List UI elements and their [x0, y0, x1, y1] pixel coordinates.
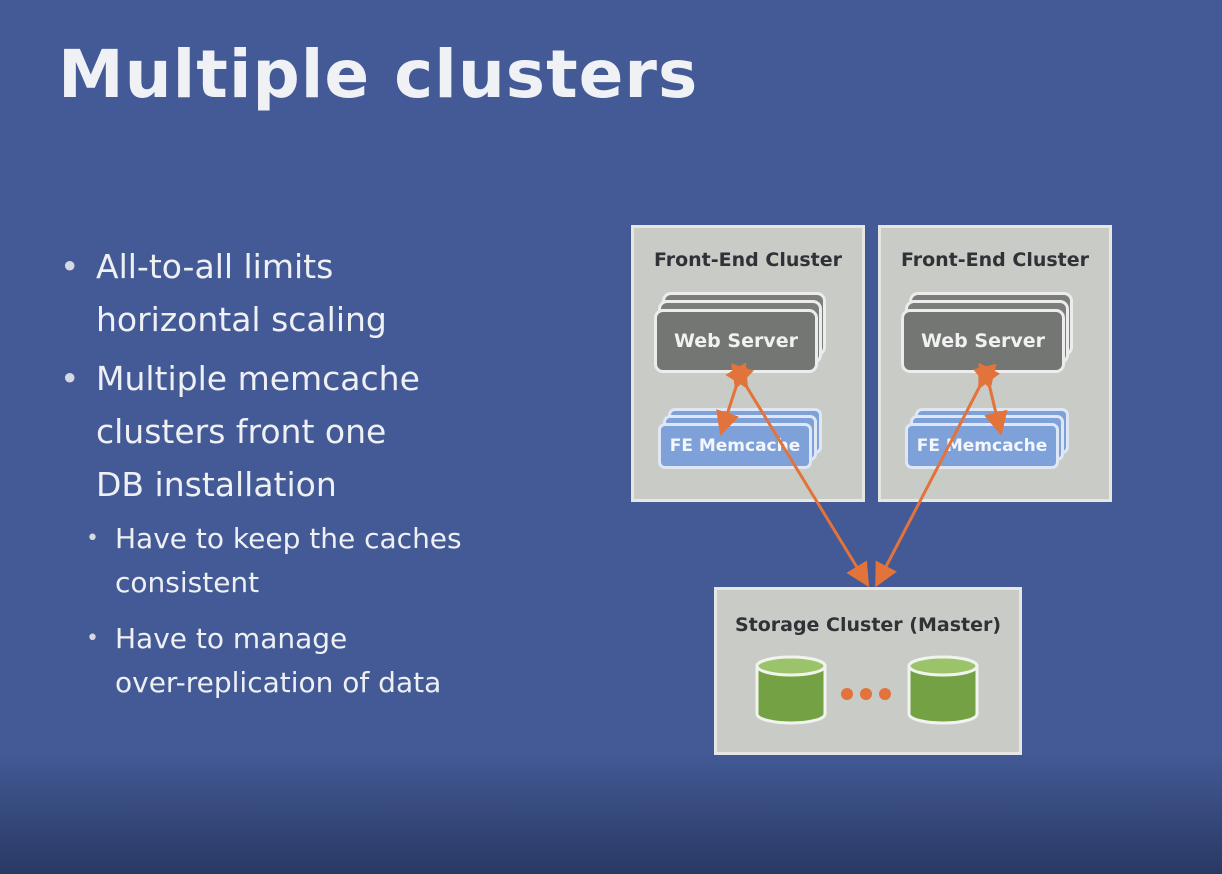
web-server-label: Web Server	[674, 330, 798, 352]
database-group	[755, 655, 979, 725]
bullet-line: horizontal scaling	[96, 300, 387, 339]
sub-bullet-line: Have to keep the caches	[115, 522, 462, 555]
bullet-line: DB installation	[96, 465, 337, 504]
database-icon	[907, 655, 979, 725]
bullet-dot-icon: •	[60, 359, 80, 398]
sub-bullet-line: Have to manage	[115, 622, 348, 655]
bullet-line: clusters front one	[96, 412, 387, 451]
web-server: Web Server	[654, 309, 818, 373]
bullet-line: Multiple memcache	[96, 359, 420, 398]
cluster-title: Front-End Cluster	[653, 249, 843, 271]
arrow-ws1-memcache	[716, 363, 754, 436]
bullet-item: • Multiple memcache clusters front one D…	[60, 352, 530, 511]
storage-cluster: Storage Cluster (Master)	[714, 587, 1022, 755]
cluster-title: Front-End Cluster	[900, 249, 1090, 271]
sub-bullet-line: over-replication of data	[115, 666, 442, 699]
bullet-dot-icon: •	[86, 626, 99, 651]
ellipsis-dots-icon	[841, 688, 891, 700]
sub-bullet-item: • Have to keep the caches consistent	[60, 517, 530, 605]
sub-bullet-item: • Have to manage over-replication of dat…	[60, 617, 530, 705]
web-server-label: Web Server	[921, 330, 1045, 352]
sub-bullet-line: consistent	[115, 566, 260, 599]
arrow-ws2-memcache	[973, 363, 1008, 436]
bullet-dot-icon: •	[86, 526, 99, 551]
bullet-dot-icon: •	[60, 247, 80, 286]
arrow-ws1-storage	[725, 362, 870, 588]
bullet-item: • All-to-all limits horizontal scaling	[60, 240, 530, 346]
arrow-ws2-storage	[875, 362, 1000, 588]
bullet-line: All-to-all limits	[96, 247, 334, 286]
slide-title: Multiple clusters	[58, 36, 699, 113]
database-icon	[755, 655, 827, 725]
storage-cluster-title: Storage Cluster (Master)	[734, 614, 1002, 636]
bullet-list: • All-to-all limits horizontal scaling •…	[60, 240, 530, 717]
